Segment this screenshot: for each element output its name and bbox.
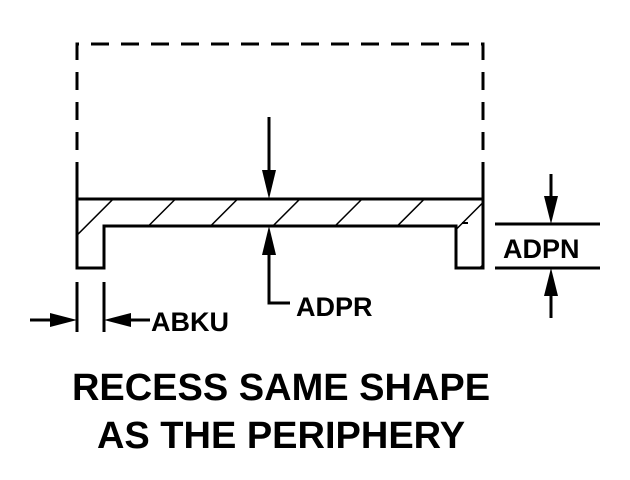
adpr-dimension: ADPR: [262, 117, 373, 322]
adpr-label: ADPR: [296, 292, 373, 322]
adpn-label: ADPN: [503, 234, 580, 264]
abku-dimension: ABKU: [30, 282, 229, 337]
hatched-section: [75, 197, 485, 270]
caption-line-1: RECESS SAME SHAPE: [72, 367, 490, 409]
abku-label: ABKU: [151, 307, 229, 337]
dashed-periphery-outline: [75, 42, 485, 180]
adpn-dimension: ADPN: [495, 174, 600, 318]
caption-line-2: AS THE PERIPHERY: [97, 415, 465, 457]
